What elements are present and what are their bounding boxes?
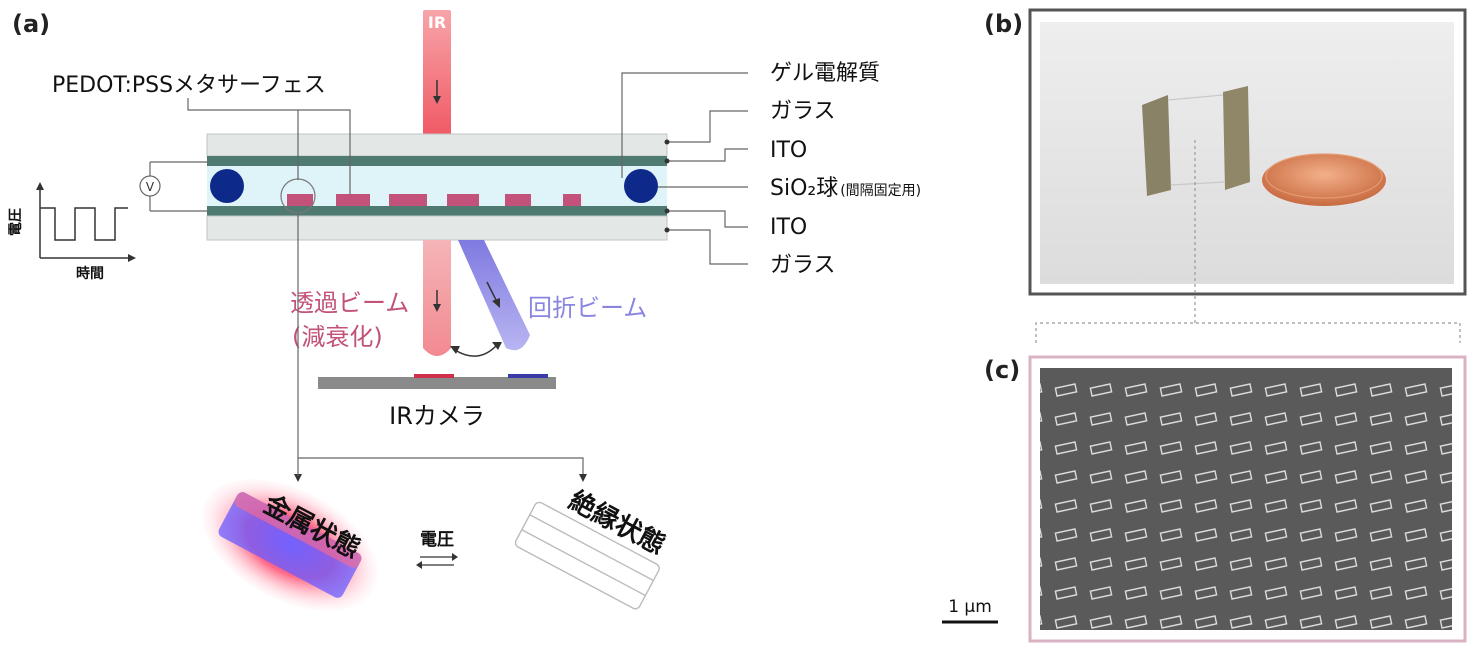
- state-arrowhead-left: [294, 474, 302, 482]
- panel-label-a: (a): [12, 10, 50, 38]
- zoom-link-horizontal: [1035, 322, 1461, 343]
- coin: [1262, 154, 1386, 206]
- device-electrode-left: [1142, 95, 1171, 196]
- metal-bar-highlight: [234, 492, 362, 568]
- ito-bottom: [207, 206, 667, 216]
- camera-spot-transmitted: [414, 374, 454, 378]
- ir-beam-label: IR: [428, 13, 446, 32]
- insulator-bar: [514, 501, 660, 610]
- gel-leader: [621, 72, 748, 178]
- metal-state-block: [202, 479, 378, 611]
- meta-element: [505, 194, 531, 206]
- ito-top-label: ITO: [770, 138, 807, 163]
- switch-arrowhead-right: [492, 342, 502, 350]
- switch-arrowhead-left: [450, 346, 460, 354]
- glass-bottom-leader: [667, 229, 748, 265]
- voltage-symbol: V: [146, 180, 155, 194]
- device-glass-bottom: [1170, 181, 1226, 186]
- metasurface-elements: [287, 194, 581, 206]
- metasurface-label: PEDOT:PSSメタサーフェス: [52, 73, 326, 98]
- ir-incident-arrowhead: [433, 96, 441, 104]
- insulator-edge: [529, 514, 654, 582]
- metasurface-leader: [187, 98, 351, 194]
- insulator-edge: [521, 529, 646, 597]
- meta-element: [563, 194, 581, 206]
- device-glass-top: [1167, 94, 1224, 101]
- scale-bar-label: 1 μm: [948, 597, 992, 617]
- glass-bottom: [206, 215, 668, 241]
- state-arrowhead-right: [579, 474, 587, 482]
- inset-y-arrowhead: [36, 182, 44, 190]
- sio2-note: (間隔固定用): [840, 183, 921, 199]
- diffracted-arrowhead: [492, 298, 500, 308]
- ito-top: [207, 156, 667, 166]
- ito-top-dot: [664, 158, 670, 164]
- coin-rim: [1265, 153, 1383, 199]
- insulator-state-block: [514, 501, 660, 610]
- meta-element: [287, 194, 313, 206]
- ito-bottom-dot: [664, 208, 670, 214]
- switch-voltage-label: 電圧: [420, 530, 454, 550]
- panel-label-b: (b): [984, 10, 1023, 38]
- switch-backward-head: [416, 561, 422, 569]
- sem-image: [1040, 368, 1452, 630]
- glass-top-dot: [664, 139, 670, 145]
- ito-top-leader: [667, 148, 748, 162]
- sio2-sphere-right: [624, 169, 658, 203]
- gel-label: ゲル電解質: [770, 61, 880, 86]
- ito-bottom-label: ITO: [770, 215, 807, 240]
- inset-x-arrowhead: [128, 254, 136, 262]
- switch-arrow: [454, 345, 497, 357]
- ir-camera-label: IRカメラ: [389, 402, 485, 430]
- glass-bottom-dot: [664, 227, 670, 233]
- square-wave: [40, 207, 128, 241]
- camera-spot-diffracted: [508, 374, 548, 378]
- state-connector: [297, 212, 584, 478]
- glass-bottom-label: ガラス: [770, 253, 836, 278]
- meta-element: [447, 194, 479, 206]
- voltage-source-icon: [139, 175, 161, 197]
- transmitted-label-line1: 透過ビーム: [290, 289, 409, 317]
- inset-x-label: 時間: [76, 265, 104, 282]
- inset-y-label: 電圧: [7, 208, 24, 236]
- metal-bar: [218, 492, 362, 598]
- glass-top-label: ガラス: [770, 99, 836, 124]
- transmitted-label-line2: (減衰化): [292, 323, 383, 351]
- ir-incident-beam: [423, 10, 451, 135]
- ir-camera-sensor: [318, 377, 556, 389]
- panel-label-c: (c): [984, 356, 1020, 384]
- meta-element: [389, 194, 427, 206]
- gel-electrolyte: [207, 166, 667, 206]
- sio2-label: SiO₂球(間隔固定用): [770, 176, 921, 201]
- ito-bottom-leader: [667, 210, 748, 228]
- diffracted-label: 回折ビーム: [528, 294, 647, 322]
- diffracted-arrow: [486, 281, 498, 303]
- transmitted-arrowhead: [433, 304, 441, 312]
- switch-forward-head: [452, 553, 458, 561]
- glass-top: [206, 133, 668, 157]
- meta-element: [336, 194, 370, 206]
- glass-top-leader: [667, 110, 748, 143]
- sio2-sphere-left: [210, 169, 244, 203]
- device-electrode-right: [1223, 86, 1250, 190]
